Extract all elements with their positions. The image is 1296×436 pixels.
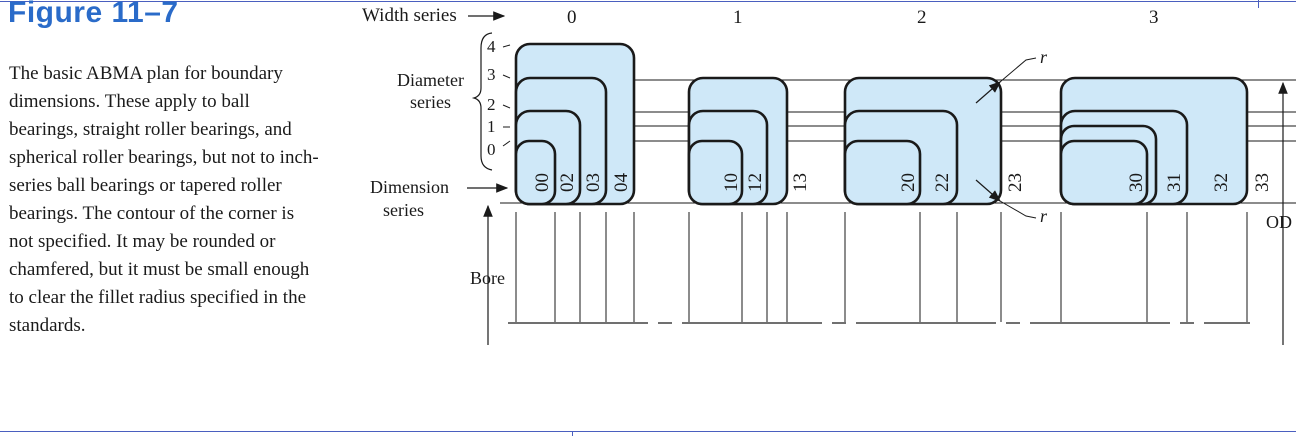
bearing-box-30: [1059, 139, 1149, 206]
diameter-series-label-line2: series: [410, 92, 451, 112]
dimension-codes: 00 02 03 04 10 12 13 20 22 23 30 31 32 3…: [532, 173, 1273, 193]
code-04: 04: [611, 173, 632, 193]
radius-label-bottom: r: [1040, 206, 1048, 226]
diameter-series-4: 4: [487, 37, 496, 56]
code-10: 10: [721, 173, 742, 192]
diameter-series-3: 3: [487, 65, 496, 84]
width-series-0: 0: [567, 7, 577, 28]
bearing-group-1: [687, 76, 789, 206]
code-02: 02: [557, 173, 578, 192]
code-31: 31: [1164, 173, 1185, 192]
width-series-3: 3: [1149, 7, 1159, 28]
bottom-tick: [572, 431, 573, 436]
code-13: 13: [790, 173, 811, 192]
width-series-1: 1: [733, 7, 743, 28]
code-32: 32: [1211, 173, 1232, 192]
code-00: 00: [532, 173, 553, 192]
width-series-label: Width series: [362, 5, 457, 26]
radius-arrow-bottom: [975, 179, 1001, 202]
radius-label-top: r: [1040, 47, 1048, 67]
diameter-series-brace: [471, 32, 493, 171]
diameter-series-0: 0: [487, 140, 496, 159]
bore-extension-lines: [515, 212, 1248, 322]
bearing-group-0: [514, 42, 636, 206]
code-23: 23: [1005, 173, 1026, 192]
od-label: OD: [1266, 212, 1292, 232]
bearing-box-00: [514, 139, 557, 206]
bearing-box-20: [843, 139, 922, 206]
code-03: 03: [583, 173, 604, 192]
diameter-series-2: 2: [487, 95, 496, 114]
diameter-series-1: 1: [487, 117, 496, 136]
bore-label: Bore: [470, 268, 505, 288]
bearing-group-2: [843, 76, 1003, 206]
dimension-series-label-line2: series: [383, 200, 424, 220]
code-22: 22: [932, 173, 953, 192]
bearing-group-3: [1059, 76, 1249, 206]
code-30: 30: [1126, 173, 1147, 192]
width-series-2: 2: [917, 7, 927, 28]
diameter-series-label-line1: Diameter: [397, 70, 464, 90]
dimension-series-label-line1: Dimension: [370, 177, 449, 197]
code-12: 12: [745, 173, 766, 192]
figure-title: Figure 11–7: [8, 0, 179, 29]
code-33: 33: [1252, 173, 1273, 192]
top-tick: [1258, 0, 1259, 8]
radius-arrow-top: [975, 81, 1001, 104]
top-rule: [0, 1, 1296, 2]
code-20: 20: [898, 173, 919, 192]
figure-caption: The basic ABMA plan for boundary dimensi…: [9, 63, 319, 336]
bottom-rule: [0, 431, 1296, 432]
bearing-box-10: [687, 139, 744, 206]
